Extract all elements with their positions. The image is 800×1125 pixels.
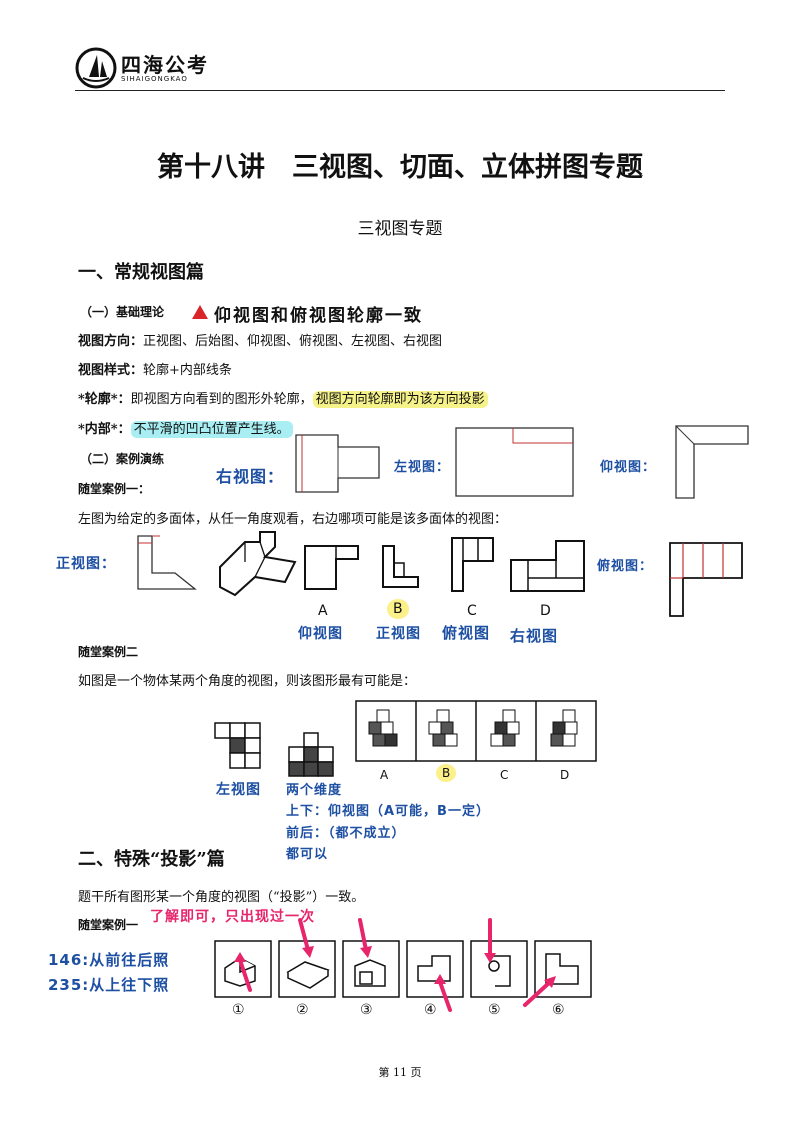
case2-left-view-note: 左视图 <box>216 782 261 798</box>
section2-text: 题干所有图形某一个角度的视图（“投影”）一致。 <box>78 890 365 905</box>
option-d-note: 右视图 <box>510 627 559 645</box>
line-text: 轮廓+内部线条 <box>143 363 232 378</box>
note-235: 235:从上往下照 <box>48 976 170 994</box>
page-number: 第 11 页 <box>378 1066 422 1079</box>
section2-heading: 二、特殊“投影”篇 <box>78 849 225 870</box>
case2-option-a: A <box>380 768 389 782</box>
left-view-label: 左视图： <box>394 460 451 475</box>
case2-option-c: C <box>500 768 509 782</box>
left-view-grid-figure <box>214 722 261 769</box>
case1-label: 随堂案例一： <box>78 482 151 496</box>
line-text: 即视图方向看到的图形外轮廓， <box>130 392 313 407</box>
figure-label-4: ④ <box>424 1002 437 1018</box>
case2-front-back-note: 前后：（都不成立） <box>286 826 406 841</box>
header-rule <box>75 90 725 91</box>
section1-heading: 一、常规视图篇 <box>78 262 204 283</box>
option-b-shape <box>382 545 419 588</box>
case2-label: 随堂案例二 <box>78 645 139 659</box>
line-highlight: 不平滑的凹凸位置产生线。 <box>130 421 293 438</box>
rule-note: 仰视图和俯视图轮廓一致 <box>214 306 423 326</box>
down-view-label: 俯视图： <box>597 559 654 574</box>
case2-option-b-text: B <box>436 764 457 782</box>
figure-label-5: ⑤ <box>488 1002 501 1018</box>
option-b-note: 正视图 <box>376 626 421 642</box>
top-view-sketch <box>675 425 749 499</box>
figure-label-1: ① <box>232 1002 245 1018</box>
logo-name: 四海公考 <box>121 53 209 77</box>
section2-note-top: 了解即可，只出现过一次 <box>150 909 315 925</box>
case2-both-ok-note: 都可以 <box>286 847 329 862</box>
top-view-label: 仰视图： <box>600 460 657 475</box>
case2-up-down-note: 上下：仰视图（A可能，B一定） <box>286 804 490 819</box>
front-view-sketch <box>137 535 197 590</box>
line-view-style: 视图样式：轮廓+内部线条 <box>78 359 232 378</box>
page-subtitle: 三视图专题 <box>357 219 443 239</box>
line-view-direction: 视图方向：正视图、后始图、仰视图、俯视图、左视图、右视图 <box>78 330 442 349</box>
polyhedron-figure <box>219 531 297 597</box>
line-highlight: 视图方向轮廓即为该方向投影 <box>312 391 488 408</box>
line-label: 视图样式： <box>78 363 144 378</box>
option-c-shape <box>451 537 494 592</box>
right-view-label: 右视图： <box>216 467 285 486</box>
case2-option-d: D <box>560 768 570 782</box>
line-label: 视图方向： <box>78 334 144 349</box>
right-view-sketch <box>295 434 380 493</box>
case2-options-box <box>355 700 597 762</box>
option-a-shape <box>304 545 359 590</box>
option-b-letter: B <box>387 599 409 619</box>
section2-case-label: 随堂案例一 <box>78 918 139 932</box>
option-d-letter: D <box>540 603 551 619</box>
note-146: 146:从前往后照 <box>48 951 170 969</box>
line-outline: *轮廓*：即视图方向看到的图形外轮廓，视图方向轮廓即为该方向投影 <box>78 388 488 408</box>
case2-text: 如图是一个物体某两个角度的视图，则该图形最有可能是： <box>78 674 417 689</box>
figure-label-3: ③ <box>360 1002 373 1018</box>
logo-sub: SIHAIGONGKAO <box>121 75 188 83</box>
pink-arrows <box>234 918 556 1012</box>
case2-two-dims-note: 两个维度 <box>286 783 343 798</box>
option-a-letter: A <box>318 603 328 619</box>
line-label: *内部*： <box>78 422 131 437</box>
option-d-shape <box>510 540 585 592</box>
warning-triangle-icon <box>192 305 208 319</box>
logo: 四海公考 SIHAIGONGKAO <box>75 45 235 95</box>
option-c-note: 俯视图 <box>442 624 491 642</box>
figure-label-2: ② <box>296 1002 309 1018</box>
basic-theory-label: （一）基础理论 <box>80 305 165 319</box>
second-view-grid-figure <box>288 732 334 777</box>
down-view-sketch <box>669 542 743 617</box>
figure-label-6: ⑥ <box>552 1002 565 1018</box>
case2-option-b: B <box>436 764 457 782</box>
option-a-note: 仰视图 <box>298 626 343 642</box>
line-inner: *内部*：不平滑的凹凸位置产生线。 <box>78 418 293 438</box>
left-view-sketch <box>455 427 574 497</box>
case1-text: 左图为给定的多面体，从任一角度观看，右边哪项可能是该多面体的视图： <box>78 512 508 527</box>
sail-logo-icon <box>75 47 117 89</box>
option-b-letter-text: B <box>387 599 409 619</box>
front-view-label: 正视图： <box>56 556 116 572</box>
line-text: 正视图、后始图、仰视图、俯视图、左视图、右视图 <box>143 334 443 349</box>
option-c-letter: C <box>467 603 477 619</box>
practice-label: （二）案例演练 <box>80 452 165 466</box>
line-label: *轮廓*： <box>78 392 131 407</box>
page-title: 第十八讲 三视图、切面、立体拼图专题 <box>157 152 643 183</box>
